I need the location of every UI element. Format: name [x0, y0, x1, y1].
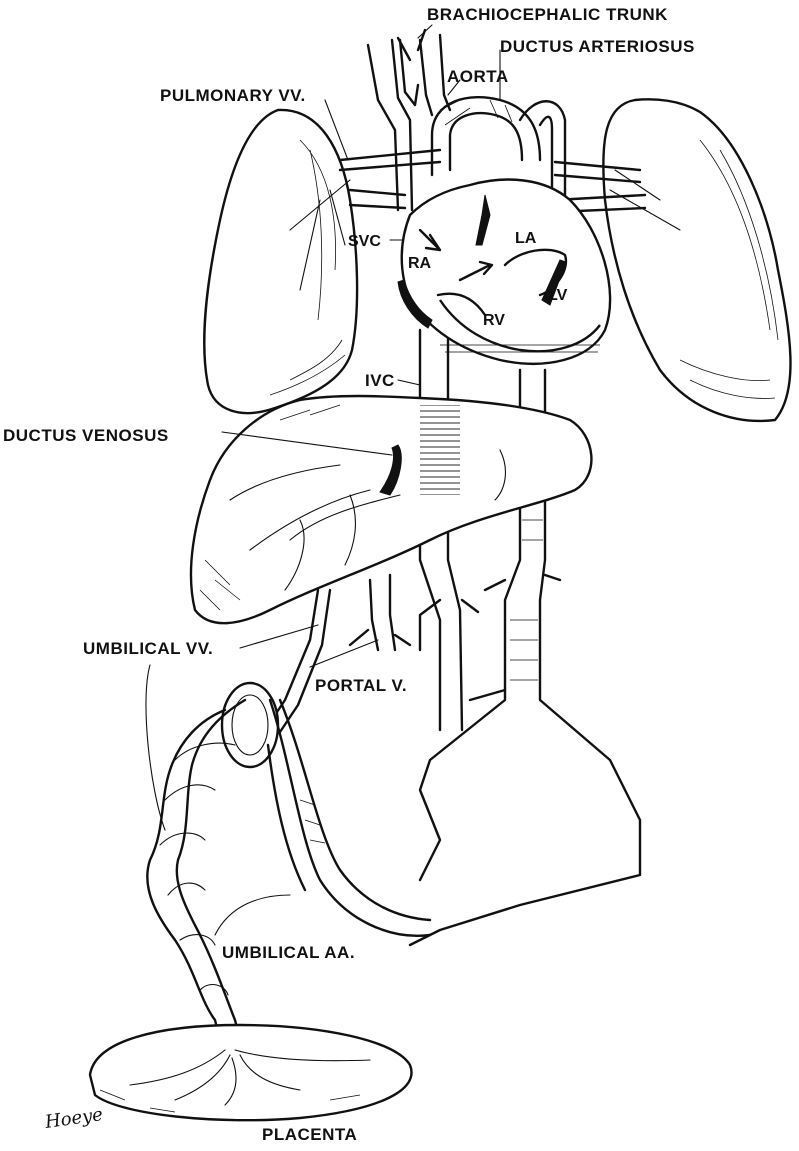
aorta-arch — [432, 97, 540, 175]
label-ra: RA — [408, 255, 432, 272]
placenta — [90, 1025, 412, 1120]
portal-vein — [350, 575, 410, 650]
label-ductus-arteriosus: DUCTUS ARTERIOSUS — [500, 37, 695, 56]
right-lung — [204, 110, 357, 413]
label-lv: LV — [548, 287, 568, 304]
label-brachiocephalic-trunk: BRACHIOCEPHALIC TRUNK — [427, 5, 668, 24]
label-umbilical-vv: UMBILICAL VV. — [83, 639, 213, 658]
umbilical-arteries — [268, 700, 430, 936]
left-lung — [603, 99, 790, 421]
label-aorta: AORTA — [447, 67, 509, 86]
label-ivc: IVC — [365, 371, 395, 390]
artist-signature: Hoeye — [43, 1104, 104, 1133]
brachiocephalic-trunk — [398, 30, 450, 115]
label-ductus-venosus: DUCTUS VENOSUS — [3, 426, 169, 445]
label-pulmonary-vv: PULMONARY VV. — [160, 86, 306, 105]
label-la: LA — [515, 230, 537, 247]
liver — [191, 396, 591, 623]
label-rv: RV — [483, 312, 505, 329]
superior-vena-cava — [368, 40, 418, 210]
label-umbilical-aa: UMBILICAL AA. — [222, 943, 355, 962]
label-placenta: PLACENTA — [262, 1125, 357, 1144]
label-svc: SVC — [348, 233, 381, 250]
label-portal-v: PORTAL V. — [315, 676, 407, 695]
